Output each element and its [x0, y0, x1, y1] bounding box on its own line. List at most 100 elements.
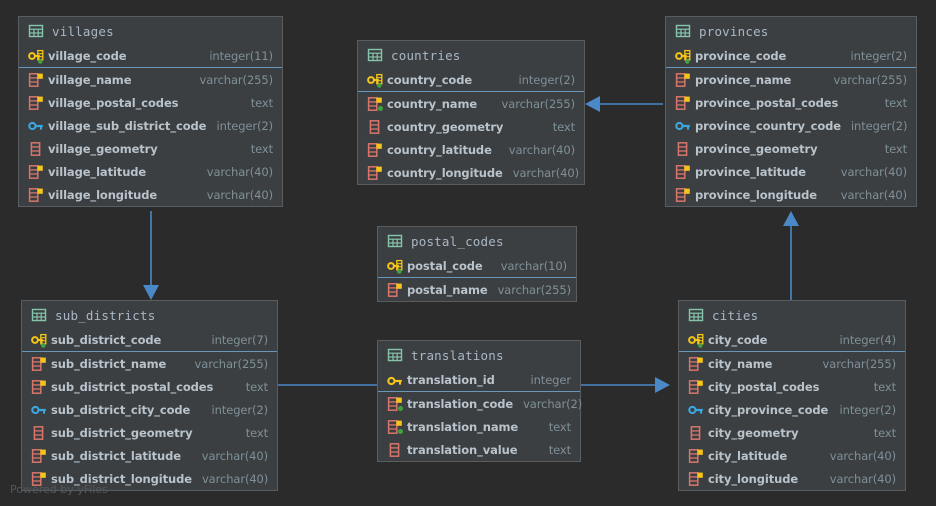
watermark: Powered by yFiles [10, 483, 108, 496]
column-type: varchar(255) [497, 282, 572, 297]
column-row-province_latitude[interactable]: province_latitude varchar(40) [666, 160, 916, 183]
table-header-countries[interactable]: countries [358, 41, 584, 69]
table-title: postal_codes [411, 233, 504, 249]
column-row-translation_value[interactable]: translation_value text [378, 438, 580, 461]
primary-key-column-icon [688, 333, 704, 348]
table-header-sub_districts[interactable]: sub_districts [22, 301, 277, 329]
column-name: province_postal_codes [695, 95, 839, 110]
column-type: varchar(40) [840, 164, 907, 179]
foreign-key-icon [688, 402, 703, 417]
table-header-villages[interactable]: villages [19, 17, 282, 45]
indexed-column-icon [28, 72, 43, 87]
table-header-cities[interactable]: cities [679, 301, 905, 329]
column-name: village_postal_codes [48, 95, 179, 110]
column-row-sub_district_longitude[interactable]: sub_district_longitude varchar(40) [22, 467, 277, 490]
table-icon [387, 233, 403, 249]
table-icon [688, 307, 704, 323]
column-name: village_geometry [48, 141, 158, 156]
column-type: varchar(40) [201, 471, 269, 486]
column-type: text [250, 141, 273, 156]
column-type: varchar(255) [833, 72, 908, 87]
table-header-translations[interactable]: translations [378, 341, 580, 369]
column-icon [367, 119, 382, 134]
column-type: text [548, 442, 571, 457]
table-icon [387, 347, 403, 363]
column-name: translation_value [407, 442, 518, 457]
column-type: varchar(255) [501, 96, 576, 111]
table-header-provinces[interactable]: provinces [666, 17, 916, 45]
column-row-country_name[interactable]: country_name varchar(255) [358, 92, 584, 115]
column-name: sub_district_longitude [51, 471, 192, 486]
column-type: varchar(40) [829, 448, 896, 463]
table-header-postal_codes[interactable]: postal_codes [378, 227, 576, 255]
column-type: text [245, 425, 268, 440]
table-title: provinces [699, 23, 769, 39]
column-type: varchar(40) [512, 165, 579, 180]
column-type: integer(4) [839, 333, 897, 347]
column-name: province_latitude [695, 164, 806, 179]
column-name: sub_district_postal_codes [51, 379, 214, 394]
column-type: integer(11) [209, 49, 273, 63]
indexed-column-icon [367, 142, 382, 157]
column-name: translation_code [407, 396, 514, 411]
column-name: country_name [387, 96, 478, 111]
column-name: translation_name [407, 419, 519, 434]
column-name: sub_district_name [51, 356, 167, 371]
column-row-village_geometry[interactable]: village_geometry text [19, 137, 282, 160]
column-row-translation_code[interactable]: translation_code varchar(2) [378, 392, 583, 415]
indexed-column-icon [28, 95, 43, 110]
column-type: varchar(255) [822, 356, 897, 371]
indexed-column-icon [675, 187, 690, 202]
column-type: text [873, 425, 896, 440]
indexed-column-icon [688, 356, 703, 371]
primary-key-icon [387, 373, 402, 388]
primary-key-column-icon [31, 333, 47, 348]
column-type: varchar(2) [523, 396, 583, 411]
table-icon [367, 47, 383, 63]
column-name: country_latitude [387, 142, 492, 157]
column-type: varchar(40) [206, 187, 273, 202]
primary-key-column-icon [28, 49, 44, 64]
